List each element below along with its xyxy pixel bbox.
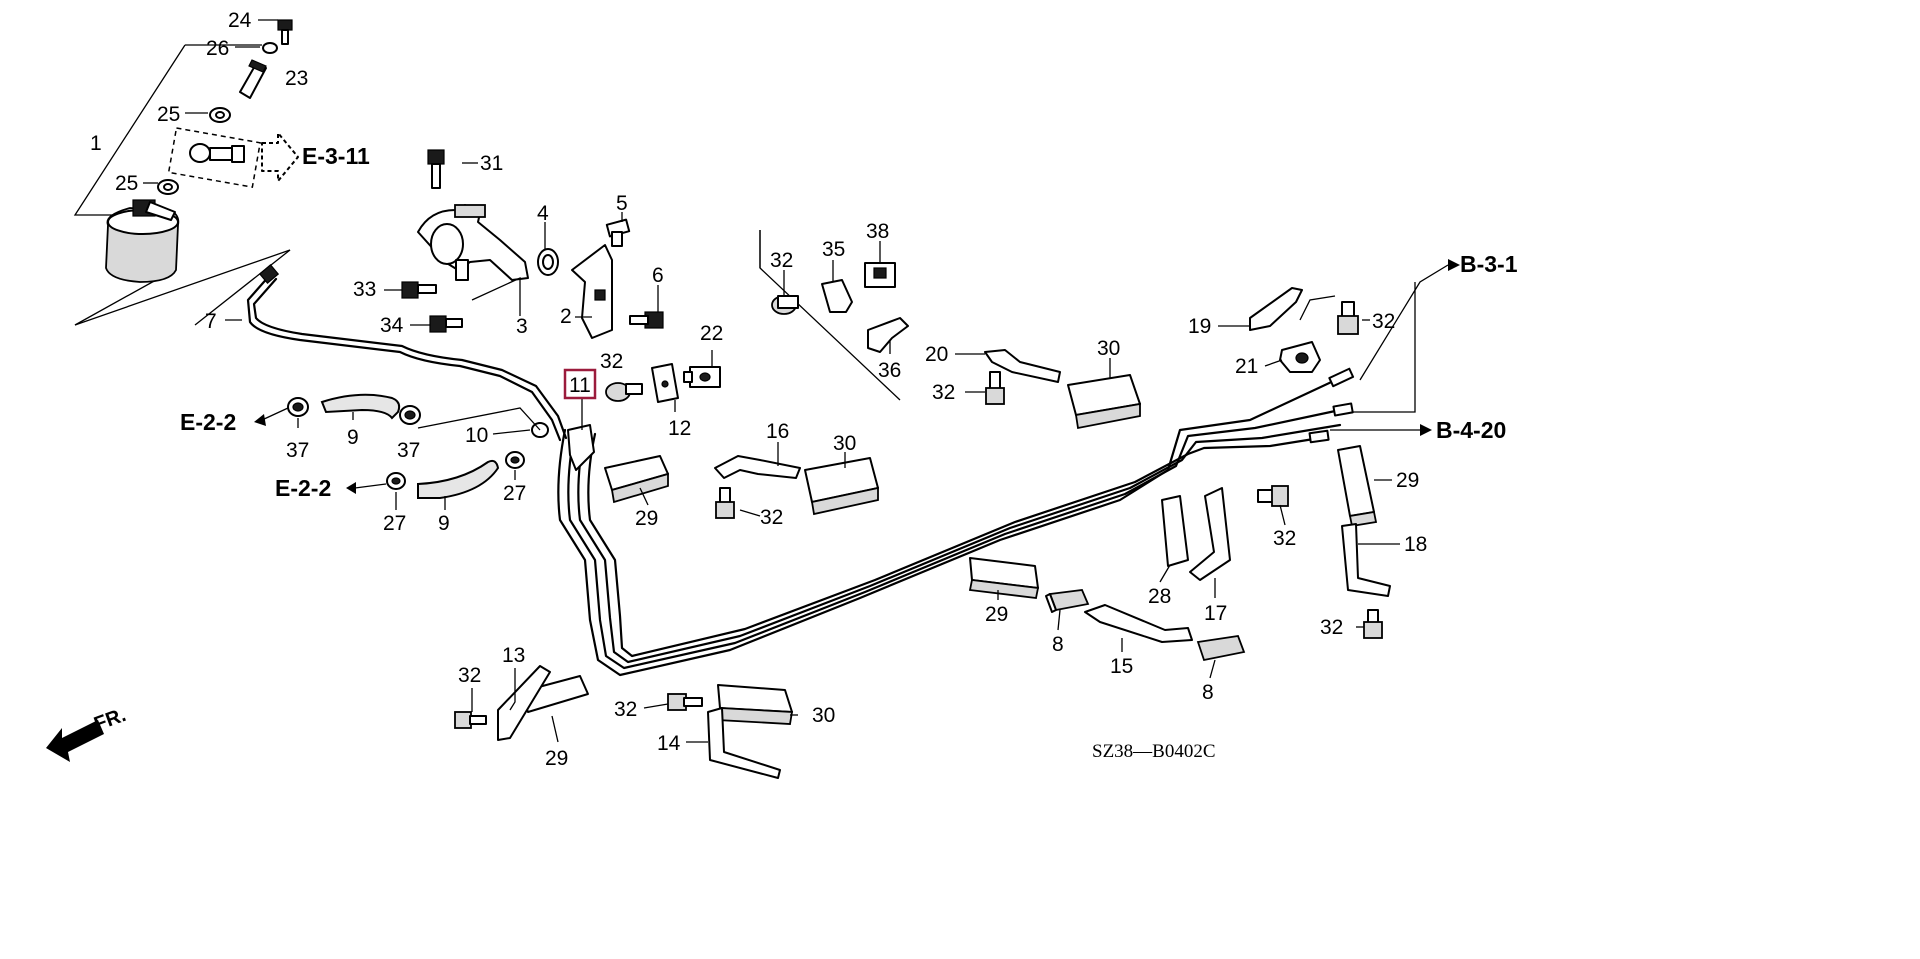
- part-label[interactable]: 5: [616, 192, 628, 215]
- grommet-icon: [537, 248, 559, 276]
- fuel-line-exploded-diagram: FR. 24 26 23 25 1 25 31 4 5 6 33 34 3 2 …: [46, 9, 1518, 779]
- part-label[interactable]: 34: [380, 314, 404, 337]
- fuel-filter-icon: [105, 199, 180, 283]
- part-label[interactable]: 37: [286, 439, 309, 462]
- fuel-hose-lower-icon: [417, 459, 500, 499]
- part-label[interactable]: 29: [985, 603, 1008, 626]
- pipe-holder-icon: [519, 374, 1378, 725]
- part-label[interactable]: 2: [560, 305, 572, 328]
- part-label[interactable]: 25: [115, 172, 138, 195]
- plate-clip-icon: [651, 363, 679, 403]
- clip-group-box: [759, 230, 901, 401]
- quick-connector-icon: [567, 424, 595, 471]
- part-label[interactable]: 27: [503, 482, 526, 505]
- part-label[interactable]: 29: [545, 747, 568, 770]
- part-label[interactable]: 24: [228, 9, 252, 32]
- banjo-fitting-icon: [189, 143, 245, 163]
- part-label[interactable]: 32: [458, 664, 481, 687]
- part-label[interactable]: 27: [383, 512, 406, 535]
- part-label[interactable]: 32: [932, 381, 955, 404]
- front-direction-arrow-icon: FR.: [46, 704, 129, 762]
- part-label[interactable]: 21: [1235, 355, 1258, 378]
- bolt-35-38-icon: [771, 262, 909, 353]
- part-label[interactable]: 7: [205, 310, 217, 333]
- part-label[interactable]: 37: [397, 439, 420, 462]
- part-label[interactable]: 29: [635, 507, 658, 530]
- part-label[interactable]: 33: [353, 278, 376, 301]
- reference-link-b-3-1[interactable]: B-3-1: [1460, 251, 1518, 277]
- part-label[interactable]: 8: [1202, 681, 1214, 704]
- part-label[interactable]: 32: [1273, 527, 1296, 550]
- highlight-box-11: [563, 368, 597, 400]
- parts-diagram-area: FR. 24 26 23 25 1 25 31 4 5 6 33 34 3 2 …: [46, 9, 1518, 779]
- main-fuel-pipe-bundle: [557, 367, 1355, 677]
- front-marker-label: FR.: [91, 704, 129, 736]
- fuel-hose-upper-icon: [320, 393, 401, 420]
- part-label[interactable]: 32: [760, 506, 783, 529]
- pipe-damper-icon: [1279, 341, 1321, 373]
- part-label[interactable]: 30: [812, 704, 835, 727]
- part-label[interactable]: 32: [614, 698, 637, 721]
- reference-link-b-4-20[interactable]: B-4-20: [1436, 417, 1506, 443]
- leader-lines: [143, 19, 1400, 743]
- fuel-filter-group: [73, 19, 299, 326]
- part-label[interactable]: 20: [925, 343, 948, 366]
- pipe-bracket-icon: [497, 287, 1391, 779]
- part-label[interactable]: 8: [1052, 633, 1064, 656]
- part-label[interactable]: 38: [866, 220, 889, 243]
- part-label[interactable]: 18: [1404, 533, 1427, 556]
- part-label[interactable]: 13: [502, 644, 525, 667]
- reference-link-e-2-2[interactable]: E-2-2: [180, 409, 236, 435]
- part-label[interactable]: 30: [1097, 337, 1120, 360]
- part-label[interactable]: 29: [1396, 469, 1419, 492]
- reference-link-e-3-11[interactable]: E-3-11: [302, 143, 370, 169]
- reference-link-e-2-2[interactable]: E-2-2: [275, 475, 331, 501]
- part-label[interactable]: 16: [766, 420, 789, 443]
- part-label[interactable]: 15: [1110, 655, 1133, 678]
- banjo-bolt-icon: [157, 19, 293, 195]
- part-label[interactable]: 28: [1148, 585, 1171, 608]
- section-reference-labels: E-3-11 E-2-2 E-2-2 B-3-1 B-4-20: [180, 143, 1518, 501]
- rubber-pad-icon: [1045, 589, 1246, 662]
- fuel-feed-pipe: [246, 264, 568, 442]
- part-label[interactable]: 32: [1320, 616, 1343, 639]
- part-label[interactable]: 9: [438, 512, 450, 535]
- bolt-icon: [401, 149, 664, 333]
- part-label[interactable]: 32: [770, 249, 793, 272]
- part-label[interactable]: 14: [657, 732, 681, 755]
- part-label[interactable]: 31: [480, 152, 503, 175]
- flange-bolt-icon: [605, 382, 643, 402]
- part-label[interactable]: 10: [465, 424, 488, 447]
- part-label[interactable]: 35: [822, 238, 845, 261]
- part-label[interactable]: 9: [347, 426, 359, 449]
- diagram-code: SZ38—B0402C: [1092, 741, 1216, 762]
- part-label[interactable]: 25: [157, 103, 180, 126]
- part-label[interactable]: 4: [537, 202, 549, 225]
- part-label[interactable]: 32: [600, 350, 623, 373]
- hose-clamp-icon: [287, 397, 549, 490]
- part-label[interactable]: 6: [652, 264, 664, 287]
- filter-bracket-icon: [417, 204, 529, 281]
- part-label[interactable]: 32: [1372, 310, 1395, 333]
- part-label[interactable]: 23: [285, 67, 308, 90]
- part-label[interactable]: 26: [206, 37, 229, 60]
- clip-icon: [683, 366, 721, 388]
- part-label-highlighted[interactable]: 11: [569, 374, 591, 397]
- part-label[interactable]: 3: [516, 315, 528, 338]
- part-label[interactable]: 12: [668, 417, 691, 440]
- flange-bolt-group-icon: [454, 301, 1383, 729]
- part-label[interactable]: 22: [700, 322, 723, 345]
- part-label[interactable]: 1: [90, 132, 102, 155]
- reference-arrows: [254, 259, 1460, 494]
- pipe-cover-bracket-icon: [571, 244, 613, 339]
- part-label[interactable]: 30: [833, 432, 856, 455]
- part-label[interactable]: 36: [878, 359, 901, 382]
- part-label[interactable]: 17: [1204, 602, 1227, 625]
- blank-margin: [1560, 0, 1920, 959]
- part-label[interactable]: 19: [1188, 315, 1211, 338]
- part-number-labels: 24 26 23 25 1 25 31 4 5 6 33 34 3 2 7 32…: [90, 9, 1427, 770]
